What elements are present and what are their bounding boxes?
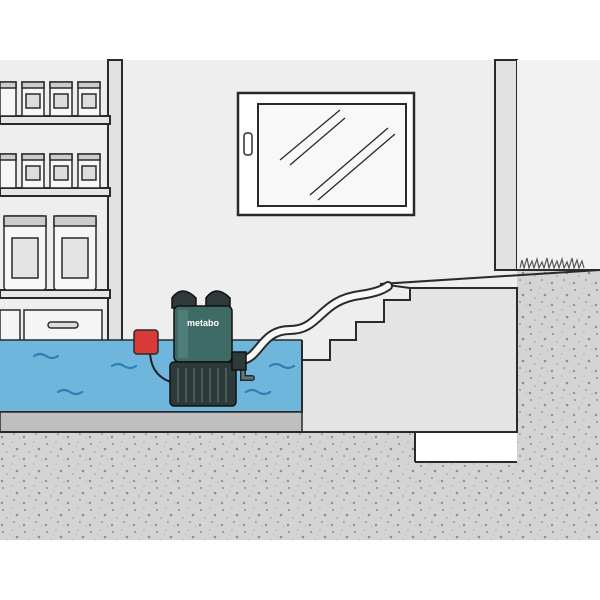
pump-brand-label: metabo <box>187 318 220 328</box>
shelving-unit <box>0 59 123 411</box>
pump-base-ribs <box>177 368 227 402</box>
pump-outlet <box>231 351 247 371</box>
concrete-floor <box>0 270 600 540</box>
water-waves <box>32 352 296 396</box>
grass-icon <box>519 256 585 271</box>
window-icon <box>236 91 416 217</box>
staircase-icon <box>299 269 600 433</box>
pit-floor-edge <box>0 411 303 433</box>
outdoor-window-area <box>517 60 600 270</box>
jar-row-top <box>0 81 101 117</box>
jar-row-middle <box>0 153 101 189</box>
right-pillar <box>494 59 518 271</box>
submersible-pump: metabo <box>169 290 247 407</box>
jar-row-large <box>3 215 97 291</box>
pump-body-highlight <box>178 310 188 358</box>
